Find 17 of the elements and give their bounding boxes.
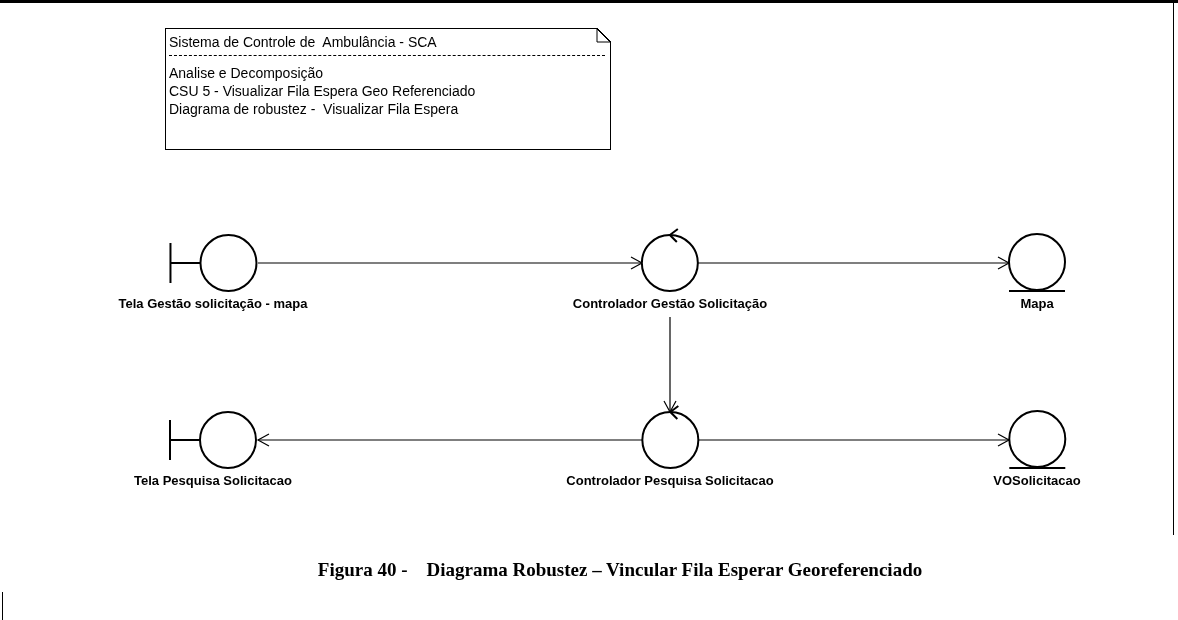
arrow <box>697 256 1010 270</box>
arrow <box>257 433 643 447</box>
note-title: Sistema de Controle de Ambulância - SCA <box>169 33 437 51</box>
element-label: Tela Pesquisa Solicitacao <box>134 473 292 489</box>
note-line: Analise e Decomposição <box>169 64 324 82</box>
arrow <box>257 256 643 270</box>
element-label: Mapa <box>1020 296 1054 312</box>
element-label: VOSolicitacao <box>993 473 1081 489</box>
element-label: Controlador Pesquisa Solicitacao <box>566 473 774 489</box>
arrow <box>697 433 1010 447</box>
figure-caption: Figura 40 - Diagrama Robustez – Vincular Fila Esperar Georeferenciado <box>316 558 924 582</box>
note-box <box>165 28 611 150</box>
arrow <box>663 316 677 413</box>
note-line: CSU 5 - Visualizar Fila Espera Geo Referenciado <box>169 82 476 100</box>
element-label: Controlador Gestão Solicitação <box>572 296 768 312</box>
note-line: Diagrama de robustez - Visualizar Fila Espera <box>169 100 459 118</box>
element-label: Tela Gestão solicitação - mapa <box>118 296 308 312</box>
